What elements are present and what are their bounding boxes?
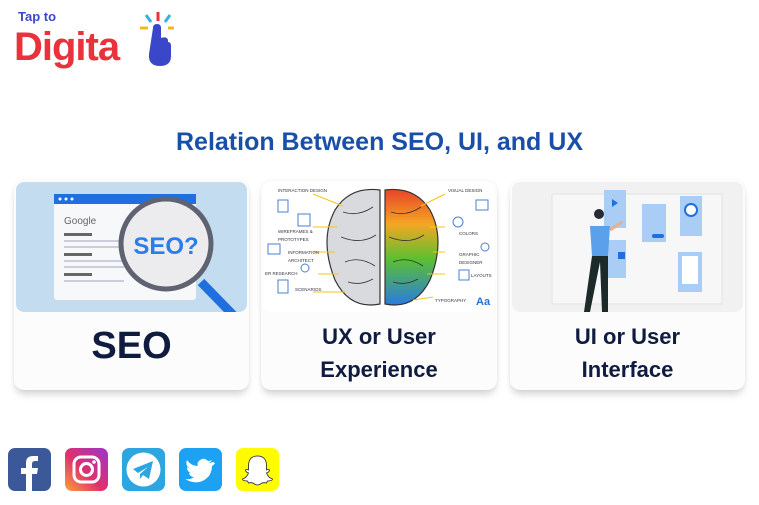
seo-label: SEO: [91, 325, 172, 367]
brain-label: DESIGNER: [459, 260, 483, 265]
brain-label: INTERACTION DESIGN: [278, 188, 327, 193]
seo-card: Google SEO? SEO: [14, 180, 249, 390]
snapchat-icon[interactable]: [236, 448, 279, 491]
ux-card: INTERACTION DESIGN WIREFRAMES & PROTOTYP…: [261, 180, 497, 390]
logo-tagline: Tap to: [18, 9, 57, 24]
logo-wordmark: Digita: [14, 25, 120, 69]
facebook-icon[interactable]: [8, 448, 51, 491]
ui-label-line1: UI or User: [574, 324, 681, 349]
google-text: Google: [64, 216, 97, 227]
seo-image: Google SEO?: [16, 182, 247, 312]
twitter-icon[interactable]: [179, 448, 222, 491]
typography-icon: Aa: [476, 296, 491, 308]
brain-label: GRAPHIC: [459, 252, 480, 257]
ux-label: UX or User Experience: [261, 320, 497, 386]
brain-label: ARCHITECT: [288, 258, 314, 263]
ui-image: [512, 182, 743, 312]
ui-label-line2: Interface: [581, 357, 674, 382]
brain-label: VISUAL DESIGN: [448, 188, 482, 193]
brain-label: LAYOUTS: [471, 273, 492, 278]
ux-label-line1: UX or User: [322, 324, 436, 349]
brain-label: TYPOGRAPHY: [435, 298, 466, 303]
ui-card: UI or User Interface: [510, 180, 745, 390]
page-title: Relation Between SEO, UI, and UX: [175, 128, 584, 156]
brain-label: INFORMATION: [288, 250, 319, 255]
instagram-icon[interactable]: [65, 448, 108, 491]
pointer-hand-icon: [140, 12, 174, 66]
brain-label: SCENARIOS: [295, 287, 322, 292]
ux-label-line2: Experience: [320, 357, 438, 382]
brain-label: COLORS: [459, 231, 478, 236]
telegram-icon[interactable]: [122, 448, 165, 491]
lens-text: SEO?: [133, 233, 198, 260]
brain-label: ER RESEARCH: [265, 271, 298, 276]
brain-label: PROTOTYPES: [278, 237, 309, 242]
ui-label: UI or User Interface: [510, 320, 745, 386]
ux-brain-image: INTERACTION DESIGN WIREFRAMES & PROTOTYP…: [263, 182, 495, 312]
brain-label: WIREFRAMES &: [278, 229, 313, 234]
tap-to-digital-logo: Tap to Digita: [14, 10, 174, 72]
